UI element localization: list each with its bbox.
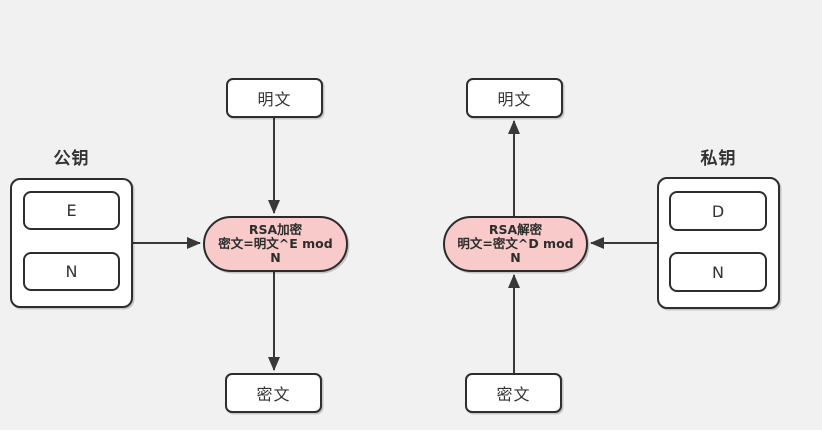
bottom-white-strip — [0, 430, 822, 443]
public-key-modulus-box: N — [23, 252, 120, 291]
node-plaintext-encrypt-side: 明文 — [226, 78, 323, 118]
rsa-decrypt-formula-modulus: N — [510, 250, 521, 265]
private-key-exponent-label: D — [711, 201, 725, 221]
public-key-modulus-label: N — [65, 262, 78, 281]
rsa-encrypt-formula-modulus: N — [270, 250, 281, 265]
rsa-decrypt-formula: 明文=密文^D mod — [457, 236, 574, 251]
node-rsa-encrypt: RSA加密 密文=明文^E mod N — [203, 216, 348, 272]
node-ciphertext-decrypt-side: 密文 — [465, 373, 562, 413]
private-key-exponent-box: D — [669, 191, 767, 231]
private-key-modulus-box: N — [669, 252, 767, 292]
public-key-exponent-label: E — [66, 201, 77, 220]
private-key-modulus-label: N — [712, 262, 724, 282]
node-ciphertext-decrypt-label: 密文 — [496, 385, 531, 404]
public-key-exponent-box: E — [23, 191, 120, 230]
rsa-decrypt-title: RSA解密 — [488, 222, 543, 237]
rsa-encrypt-formula: 密文=明文^E mod — [218, 236, 333, 251]
node-ciphertext-encrypt-side: 密文 — [225, 373, 322, 413]
node-rsa-decrypt: RSA解密 明文=密文^D mod N — [443, 216, 588, 272]
private-key-title: 私钥 — [700, 149, 737, 169]
public-key-title: 公钥 — [53, 149, 90, 169]
rsa-encrypt-title: RSA加密 — [248, 222, 303, 237]
node-plaintext-decrypt-side: 明文 — [466, 78, 563, 118]
node-plaintext-decrypt-label: 明文 — [497, 90, 532, 109]
node-plaintext-encrypt-label: 明文 — [257, 90, 292, 109]
node-ciphertext-encrypt-label: 密文 — [256, 385, 291, 404]
